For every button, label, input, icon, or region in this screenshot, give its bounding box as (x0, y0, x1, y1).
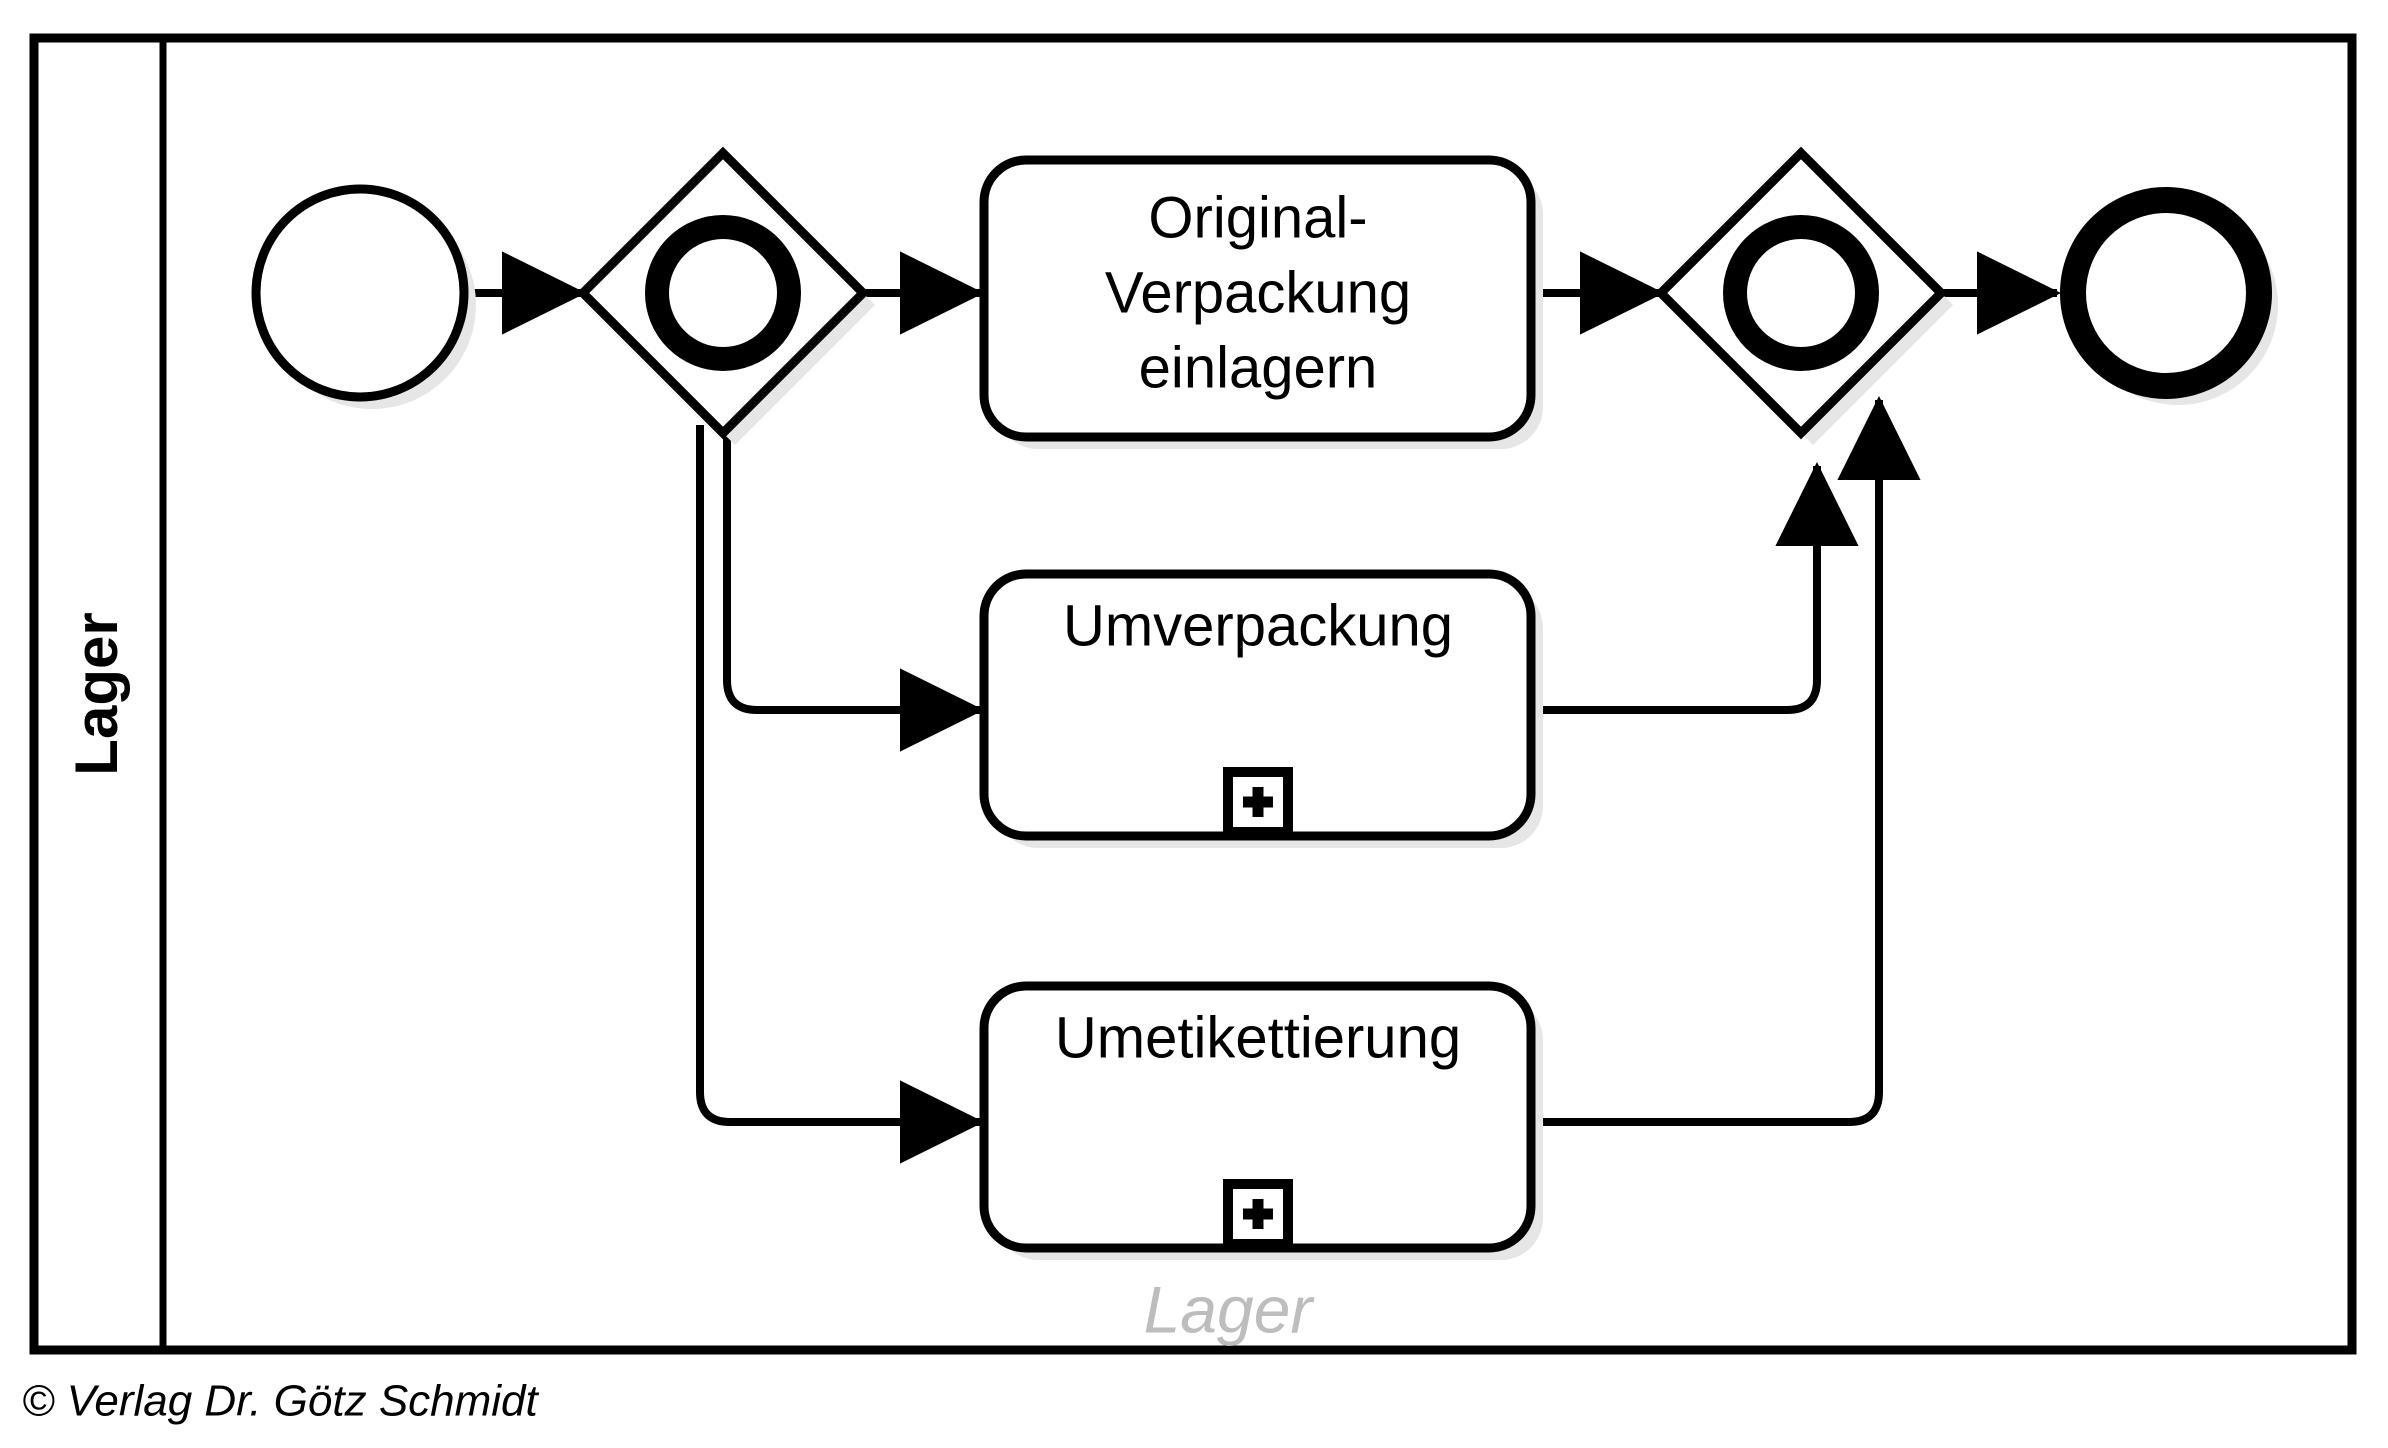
task-original-label-line-1: Original- (1148, 185, 1367, 250)
lane-label: Lager (63, 612, 130, 775)
plus-icon-umverpackung (1243, 787, 1273, 817)
flow-gateway-split-to-task-umetikettierung[interactable] (696, 425, 984, 1164)
lane-label-text: Lager (63, 612, 130, 775)
flow-task-umetikettierung-to-gateway-join[interactable] (1543, 396, 1921, 1126)
sequence-flows (460, 251, 2061, 1164)
gateway-split-diamond[interactable] (576, 146, 870, 440)
task-umetikettierung-label: Umetikettierung (1055, 1005, 1461, 1070)
inclusive-gateway-join[interactable] (1654, 146, 1953, 445)
pool-watermark-label: Lager (1144, 1272, 1316, 1346)
copyright-notice: © Verlag Dr. Götz Schmidt (22, 1377, 540, 1426)
subprocess-plus-marker-icon (1223, 1179, 1293, 1249)
plus-icon-umetikettierung (1243, 1199, 1273, 1229)
subprocess-plus-marker-icon (1223, 767, 1293, 837)
end-event-circle[interactable] (2060, 187, 2272, 399)
pool-border (29, 33, 2357, 1355)
gateway-join-inclusive-circle-icon (1723, 215, 1879, 371)
gateway-join-diamond[interactable] (1654, 146, 1948, 440)
task-umetikettierung[interactable]: Umetikettierung (979, 981, 1543, 1260)
flow-task-umverpackung-to-gateway-join[interactable] (1543, 462, 1859, 714)
flow-gateway-split-to-task-umverpackung[interactable] (723, 425, 984, 752)
end-event[interactable] (2060, 187, 2278, 405)
inclusive-gateway-split[interactable] (576, 146, 875, 445)
start-event[interactable] (251, 184, 476, 409)
task-original-verpackung-einlagern[interactable]: Original- Verpackung einlagern (979, 155, 1543, 449)
task-original-box[interactable] (979, 155, 1536, 442)
start-event-circle[interactable] (251, 184, 469, 402)
task-original-label-line-2: Verpackung (1105, 260, 1411, 325)
task-original-label-line-3: einlagern (1139, 335, 1378, 400)
gateway-split-inclusive-circle-icon (645, 215, 801, 371)
task-umverpackung[interactable]: Umverpackung (979, 569, 1543, 848)
subprocess-marker-box-umetikettierung (1223, 1179, 1293, 1249)
task-umverpackung-label: Umverpackung (1063, 593, 1453, 658)
